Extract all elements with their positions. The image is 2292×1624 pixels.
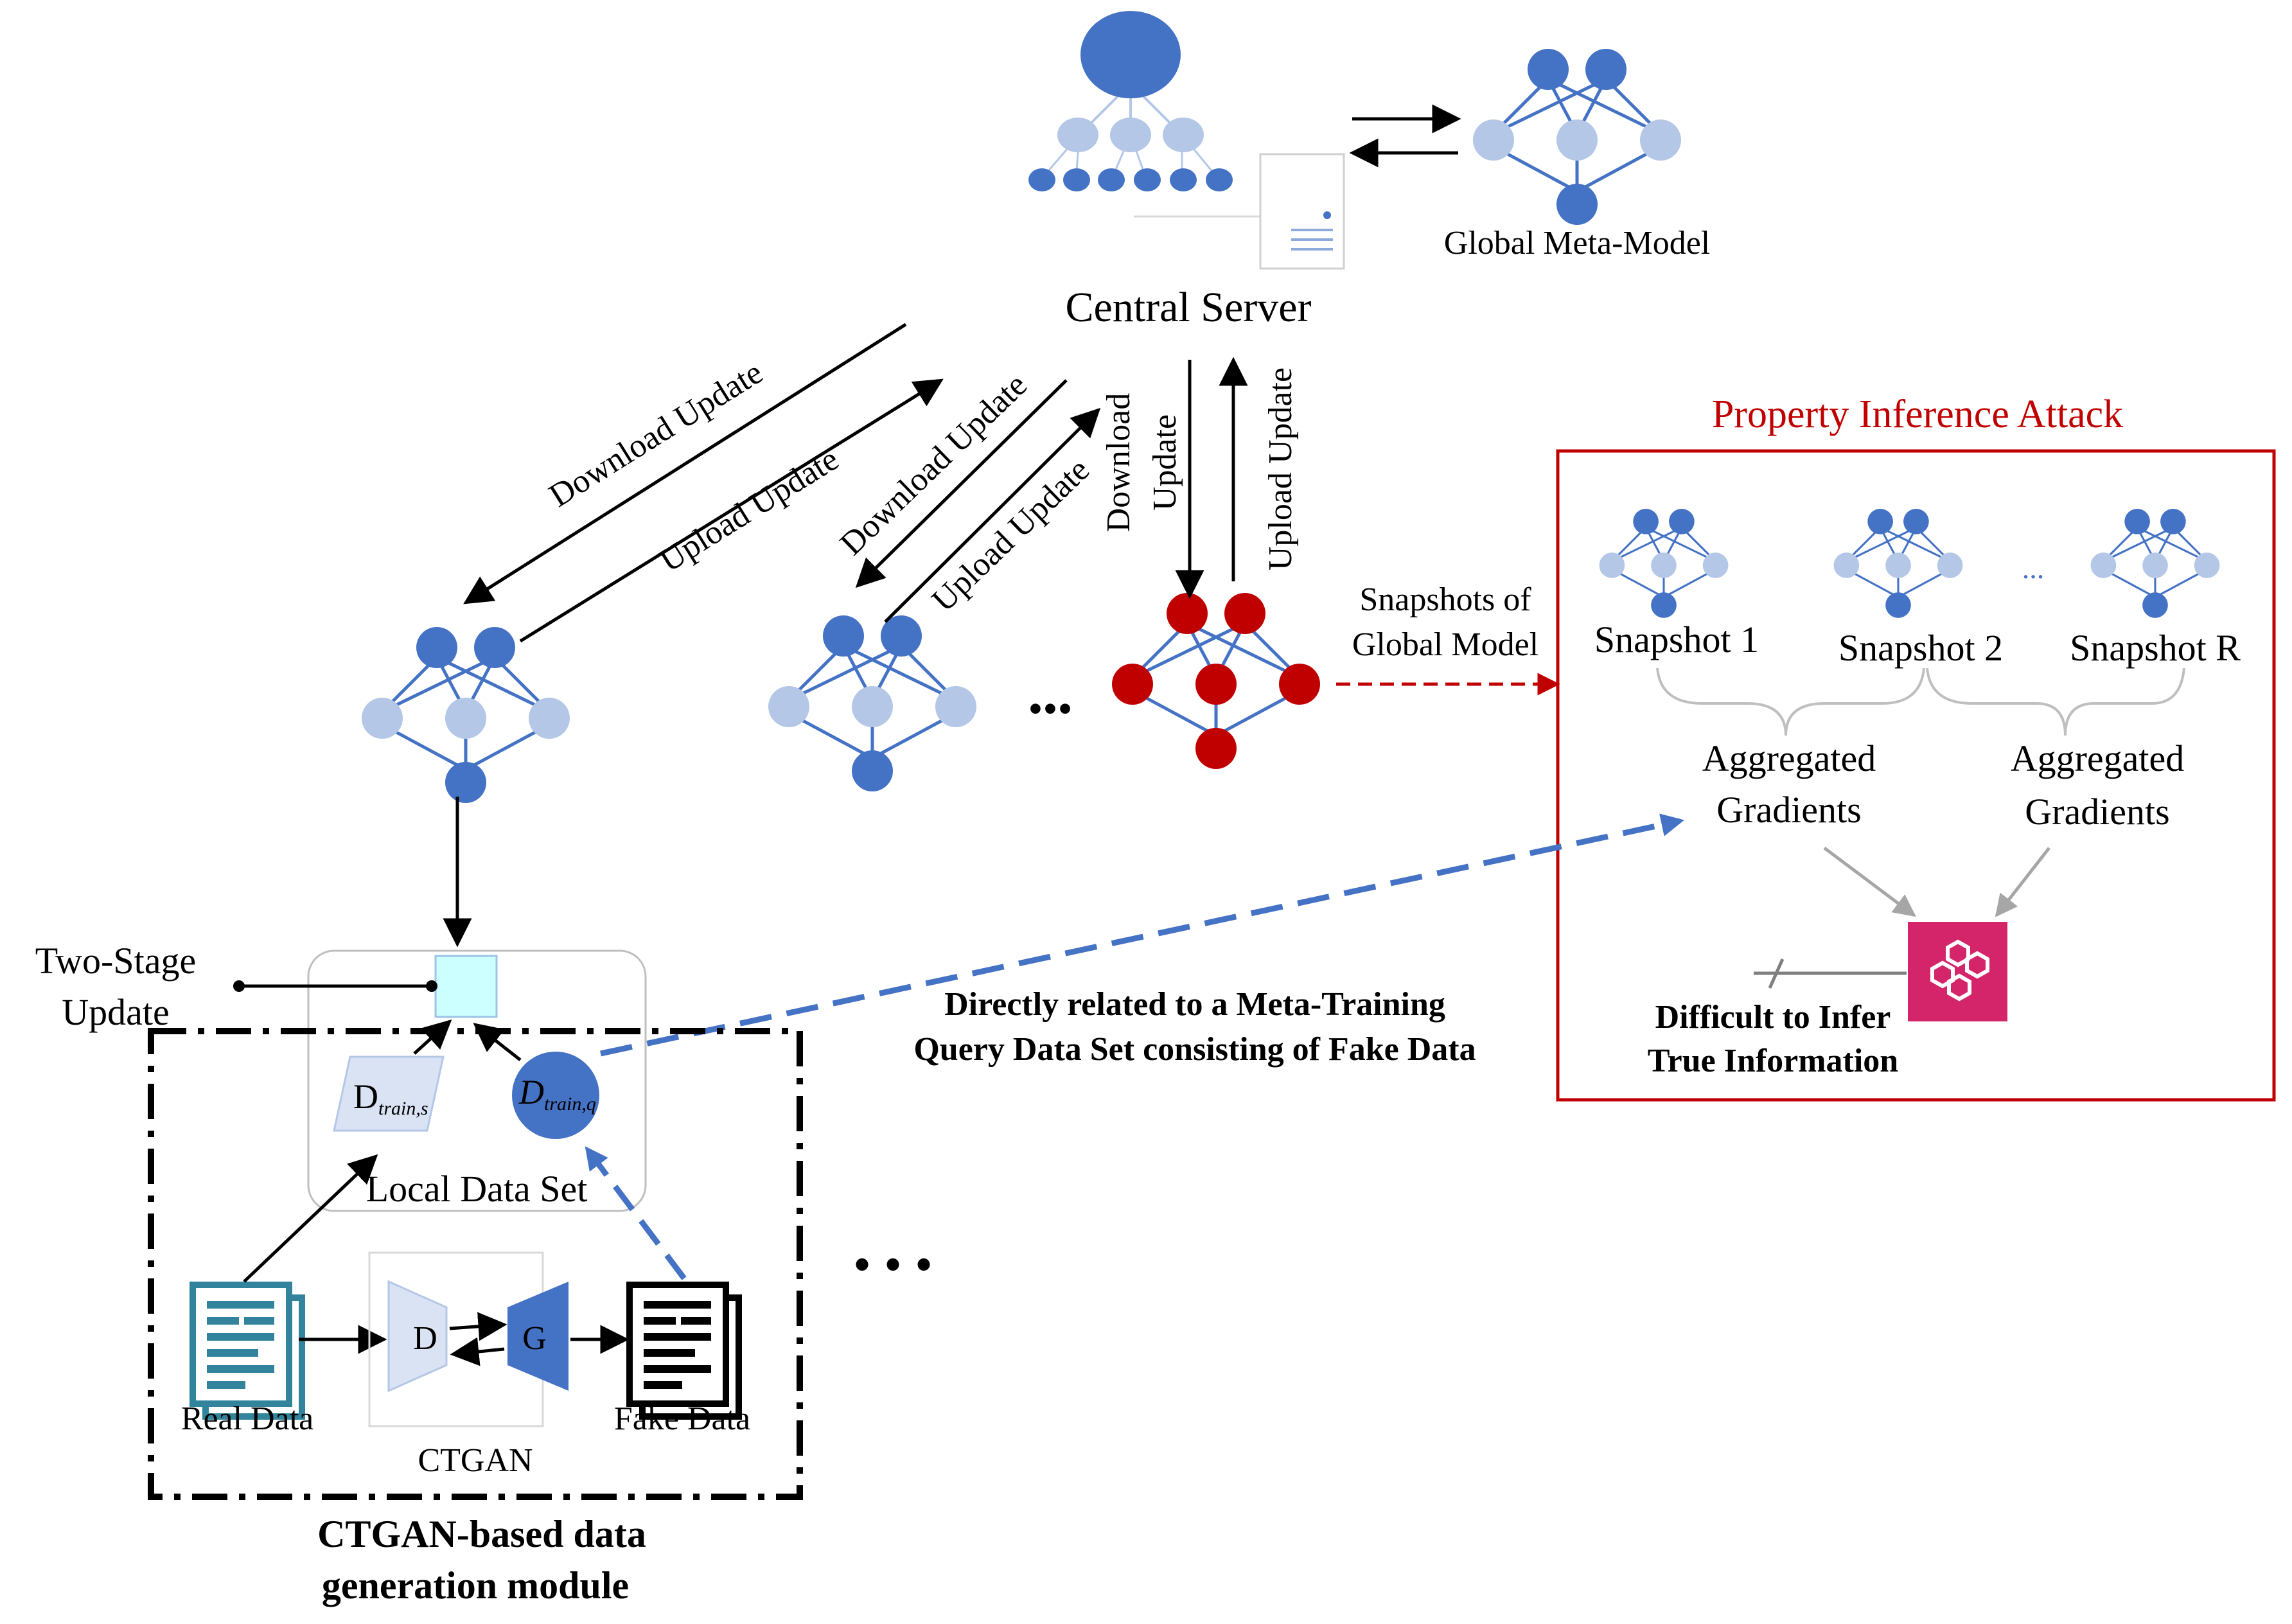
snapshot-1-network-icon [1598,508,1729,619]
global-meta-model-network-icon [1473,49,1681,225]
d-train-q-circle [512,1052,599,1139]
module-title-line2: generation module [322,1564,629,1607]
generator-shape [507,1282,569,1391]
d-train-q-label: Dtrain,q [518,1073,596,1115]
blocked-inference-slash [1768,958,1785,989]
server-hierarchy-icon [1028,11,1233,191]
snapshot-r-label: Snapshot R [2070,627,2241,669]
hexagon-cluster-icon [1908,922,2007,1021]
difficult-label-line1: Difficult to Infer [1655,999,1891,1036]
client-1-upload-label: Upload Update [653,441,845,579]
real-data-to-local-arrow [243,1154,378,1283]
snapshot-r-network-icon [2090,508,2221,619]
client-3-upload-label: Upload Update [1262,367,1299,570]
d-train-s-shape [333,1055,445,1132]
client-1-download-label: Download Update [543,354,769,515]
local-data-set-box [307,949,647,1212]
discriminator-shape [387,1280,448,1393]
d-train-s-arrow [413,1019,452,1055]
clients-ellipsis: ••• [1028,685,1072,732]
difficult-label-line2: True Information [1648,1043,1899,1079]
module-title-line1: CTGAN-based data [317,1513,646,1555]
client-2-download-arrow [855,379,1068,588]
aggregated-gradients-1-line2: Gradients [1716,789,1862,831]
snapshot-1-label: Snapshot 1 [1594,619,1759,660]
client-3-download-label-line2: Update [1147,414,1183,511]
client-1-network-icon [362,627,570,803]
aggregated-gradients-2-line2: Gradients [2025,791,2170,833]
client-3-network-icon [1112,593,1320,769]
aggregated-gradients-1-line1: Aggregated [1702,737,1876,779]
snapshots-label-line2: Global Model [1352,626,1538,663]
snapshots-label-line1: Snapshots of [1359,581,1531,618]
real-data-document-icon [193,1285,302,1417]
property-inference-attack-title: Property Inference Attack [1712,393,2123,436]
fake-data-document-icon [630,1285,739,1417]
global-meta-model-label: Global Meta-Model [1444,225,1710,261]
gradients-1-arrow [1823,847,1916,917]
gradients-2-arrow [1995,847,2050,917]
fake-data-label: Fake Data [614,1400,750,1437]
module-ellipsis: • • • [853,1237,933,1293]
local-data-set-label: Local Data Set [366,1168,588,1210]
snapshot-ellipsis: ... [2022,552,2045,585]
brace-snapshots-2-r [1926,667,2185,736]
client-2-upload-label: Upload Update [925,452,1097,619]
directly-related-label-line2: Query Data Set consisting of Fake Data [913,1031,1476,1068]
snapshot-2-label: Snapshot 2 [1838,627,2003,669]
snapshot-2-network-icon [1833,508,1964,619]
client-2-upload-arrow [884,407,1101,623]
client-1-upload-arrow [519,378,944,643]
document-icon [1134,153,1345,270]
directly-related-label-line1: Directly related to a Meta-Training [944,986,1445,1023]
query-relation-arrow [600,813,1685,1057]
g-to-d-arrow [450,1337,505,1366]
real-data-label: Real Data [181,1400,313,1437]
fake-data-to-query-arrow [585,1146,687,1280]
discriminator-label: D [413,1320,437,1357]
brace-snapshots-1-2 [1656,667,1925,736]
two-stage-update-box [434,955,498,1018]
d-train-s-label: Dtrain,s [353,1077,428,1119]
ctgan-label: CTGAN [418,1442,533,1479]
ctgan-module-frame [148,1028,803,1500]
two-stage-label-line2: Update [62,991,170,1033]
central-server-label: Central Server [1065,284,1311,331]
client-1-download-arrow [463,322,907,605]
generator-label: G [522,1320,547,1357]
client-3-download-label-line1: Download [1100,393,1137,533]
attack-box [1556,449,2276,1102]
two-stage-label-line1: Two-Stage [35,940,196,982]
d-to-g-arrow [449,1312,507,1341]
aggregated-gradients-2-line1: Aggregated [2011,737,2185,779]
client-2-network-icon [768,615,976,791]
